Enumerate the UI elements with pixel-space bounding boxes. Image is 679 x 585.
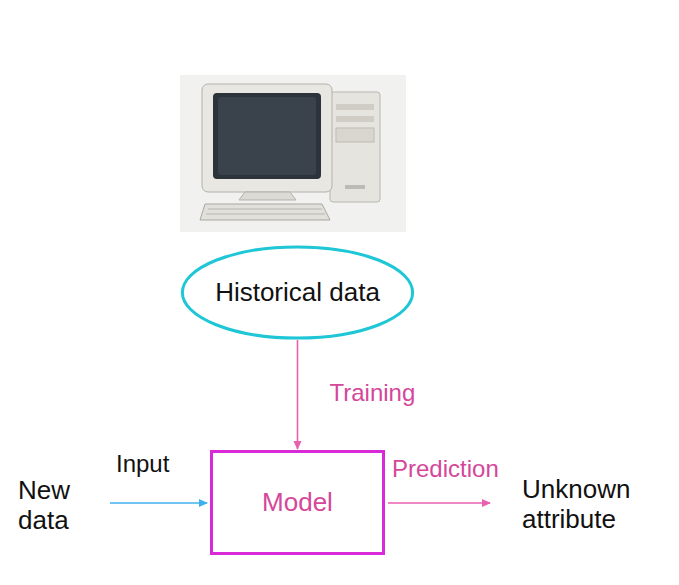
data-ellipse: Historical data — [180, 245, 415, 340]
edge-label: Training — [330, 379, 416, 407]
arrow-label: Input — [116, 450, 206, 478]
output-label: Unknown attribute — [522, 475, 662, 535]
input-label: New data — [18, 476, 96, 536]
arrow-label: Prediction — [392, 455, 522, 483]
model-box: Model — [210, 450, 385, 555]
node-text: Historical data — [215, 277, 380, 308]
flow-arrow — [297, 340, 299, 449]
node-text: Model — [262, 487, 333, 518]
